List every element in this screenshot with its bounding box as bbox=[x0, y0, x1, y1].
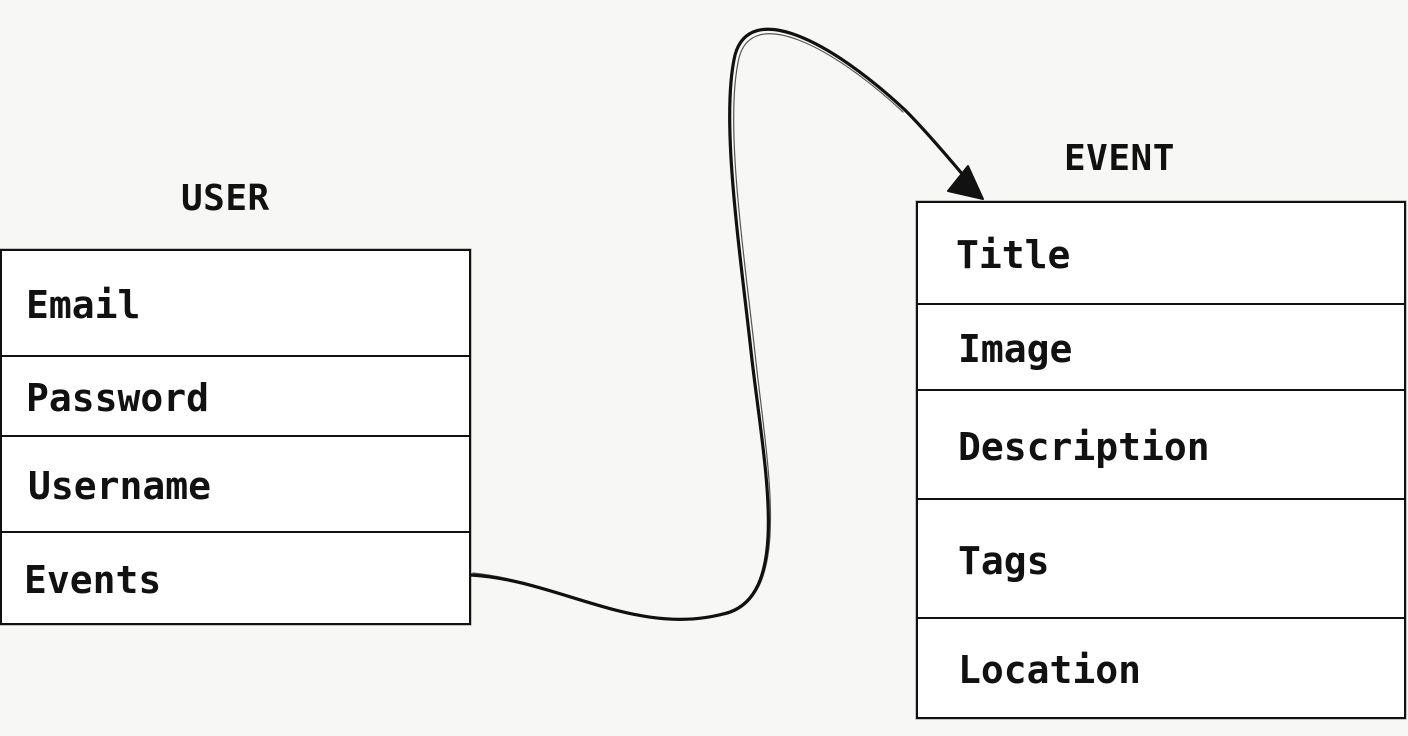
event-entity-box: Title Image Description Tags Location bbox=[916, 201, 1406, 719]
field-label: Username bbox=[28, 464, 212, 508]
user-field-events: Events bbox=[2, 533, 469, 622]
field-label: Events bbox=[24, 557, 162, 602]
event-field-title: Title bbox=[918, 203, 1404, 305]
event-entity-title: EVENT bbox=[1064, 138, 1175, 179]
field-label: Password bbox=[26, 376, 210, 420]
user-entity-box: Email Password Username Events bbox=[0, 249, 471, 625]
field-label: Image bbox=[958, 327, 1073, 371]
arrow-head bbox=[947, 165, 984, 200]
event-field-image: Image bbox=[918, 305, 1404, 391]
field-label: Location bbox=[958, 647, 1142, 692]
user-entity-title: USER bbox=[181, 178, 270, 219]
user-field-username: Username bbox=[2, 437, 469, 533]
field-label: Description bbox=[958, 424, 1210, 469]
user-field-password: Password bbox=[2, 357, 469, 437]
field-label: Title bbox=[956, 233, 1071, 277]
event-field-tags: Tags bbox=[918, 500, 1404, 619]
user-field-email: Email bbox=[2, 251, 469, 357]
arrow-path-sketch-stroke bbox=[472, 33, 904, 620]
arrow-path bbox=[469, 27, 972, 621]
event-field-description: Description bbox=[918, 391, 1404, 500]
event-field-location: Location bbox=[918, 619, 1404, 716]
field-label: Tags bbox=[958, 538, 1050, 583]
field-label: Email bbox=[26, 283, 141, 327]
